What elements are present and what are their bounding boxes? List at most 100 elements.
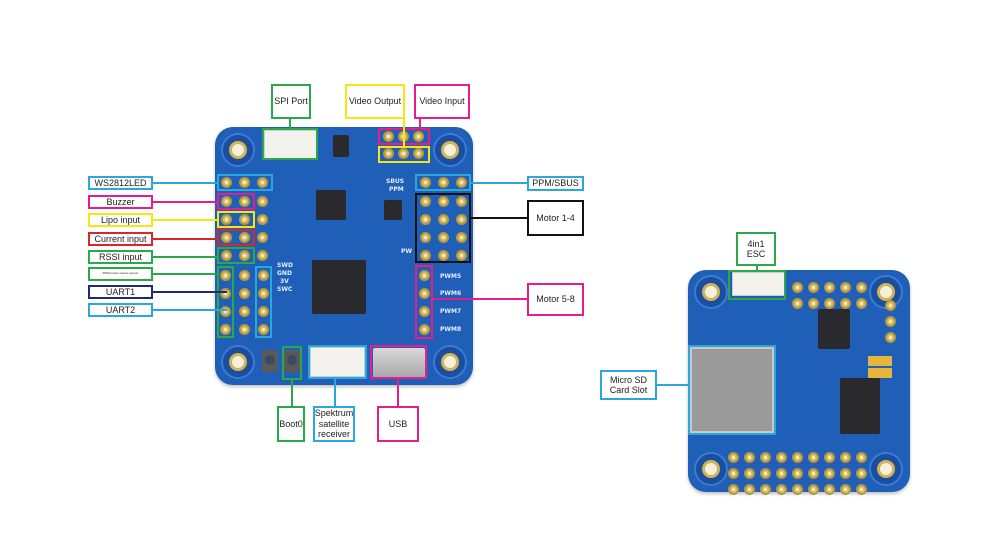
spektrum-connector: [310, 347, 365, 377]
label-lipo-input: Lipo input: [88, 213, 153, 227]
leader-motor-1-4: [471, 217, 527, 219]
solder-pad: [840, 298, 851, 309]
solder-pad: [221, 232, 232, 243]
silk-3v: 3V: [280, 278, 289, 285]
leader-video-output: [403, 118, 405, 148]
usb-port: [373, 348, 425, 378]
inverter-chip: [840, 378, 880, 434]
leader-jumper: [153, 273, 217, 275]
silk-pwm8: PWM8: [440, 326, 462, 333]
solder-pad: [419, 306, 430, 317]
solder-pad: [420, 196, 431, 207]
solder-pad: [420, 250, 431, 261]
solder-pad: [438, 250, 449, 261]
leader-esc: [756, 266, 758, 272]
video-pad: [413, 131, 424, 142]
solder-pad: [257, 196, 268, 207]
video-pad: [398, 148, 409, 159]
highlight-motor-1-4: [415, 193, 471, 263]
label-ppm-sbus: PPM/SBUS: [527, 176, 584, 191]
leader-uart2: [153, 309, 227, 311]
solder-pad: [792, 484, 803, 495]
leader-boot0: [291, 380, 293, 406]
highlight-current: [217, 229, 255, 246]
highlight-uart-cyan: [255, 266, 272, 338]
leader-uart1: [153, 291, 227, 293]
solder-pad: [258, 306, 269, 317]
highlight-ppm: [415, 174, 471, 191]
silk-pwm6: PWM6: [440, 290, 462, 297]
solder-pad: [419, 324, 430, 335]
silk-swc: SWC: [277, 286, 293, 293]
label-current-input: Current input: [88, 232, 153, 246]
solder-pad: [239, 177, 250, 188]
solder-pad: [824, 298, 835, 309]
mount-hole-bottom-right: [433, 345, 467, 379]
solder-pad: [792, 282, 803, 293]
mount-hole-top-left: [221, 133, 255, 167]
solder-pad: [456, 232, 467, 243]
solder-pad: [257, 214, 268, 225]
leader-lipo: [153, 219, 217, 221]
label-spektrum: Spektrum satellite receiver: [313, 406, 355, 442]
micro-sd-slot: [690, 347, 774, 433]
label-video-input: Video Input: [414, 84, 470, 119]
solder-pad: [885, 300, 896, 311]
solder-pad: [239, 324, 250, 335]
label-video-output: Video Output: [345, 84, 405, 119]
solder-pad: [220, 324, 231, 335]
solder-pad: [856, 298, 867, 309]
solder-pad: [221, 177, 232, 188]
spi-connector: [264, 130, 318, 160]
leader-rssi: [153, 256, 217, 258]
highlight-spi: [262, 128, 318, 160]
solder-pad: [840, 484, 851, 495]
solder-pad: [792, 468, 803, 479]
silk-pwm5: PWM5: [440, 273, 462, 280]
solder-pad: [438, 196, 449, 207]
label-uart1: UART1: [88, 285, 153, 299]
solder-pad: [456, 214, 467, 225]
solder-pad: [420, 232, 431, 243]
highlight-spektrum: [308, 345, 367, 379]
leader-usb: [397, 379, 399, 407]
solder-pad: [220, 306, 231, 317]
solder-pad: [856, 282, 867, 293]
solder-pad: [840, 282, 851, 293]
solder-pad: [239, 306, 250, 317]
solder-pad: [744, 468, 755, 479]
highlight-rssi: [217, 247, 255, 264]
solder-pad: [760, 452, 771, 463]
label-micro-sd: Micro SD Card Slot: [600, 370, 657, 400]
silk-ppm: PPM: [389, 186, 404, 193]
solder-pad: [239, 288, 250, 299]
leader-video-input: [419, 118, 421, 129]
label-rssi-jumper: RSSI power source jumper: [88, 267, 153, 281]
silk-pwm7: PWM7: [440, 308, 462, 315]
solder-pad: [776, 468, 787, 479]
leader-current: [153, 238, 217, 240]
solder-pad: [239, 250, 250, 261]
mount-hole-bottom-left: [694, 452, 728, 486]
solder-pad: [824, 282, 835, 293]
gyro-chip: [316, 190, 346, 220]
solder-pad: [808, 298, 819, 309]
highlight-uart-green: [217, 266, 234, 338]
mount-hole-top-left: [694, 275, 728, 309]
solder-pad: [257, 177, 268, 188]
solder-pad: [885, 332, 896, 343]
solder-pad: [239, 214, 250, 225]
silk-pw: PW: [401, 248, 413, 255]
label-uart2: UART2: [88, 303, 153, 317]
highlight-buzzer: [217, 193, 255, 210]
mount-hole-bottom-right: [869, 452, 903, 486]
solder-pad: [258, 288, 269, 299]
solder-pad: [824, 468, 835, 479]
solder-pad: [258, 270, 269, 281]
silk-sbus: SBUS: [386, 178, 405, 185]
solder-pad: [728, 468, 739, 479]
solder-pad: [456, 177, 467, 188]
label-spi-port: SPI Port: [271, 84, 311, 119]
esc-connector: [732, 272, 786, 296]
leader-motor-5-8: [433, 298, 527, 300]
